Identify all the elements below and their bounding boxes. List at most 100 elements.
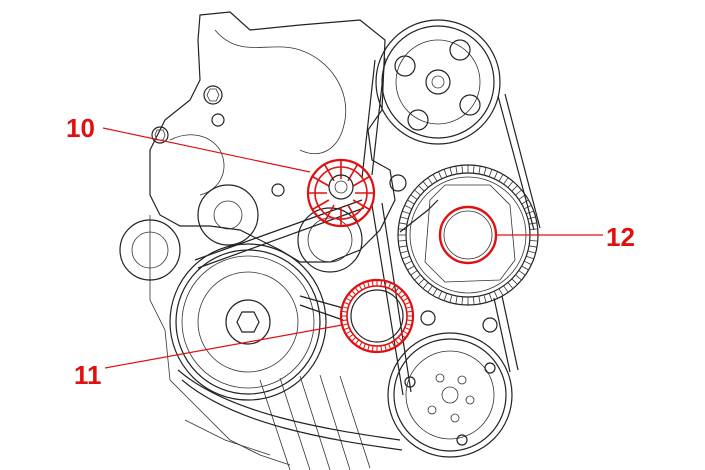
pulley-tooth	[473, 165, 475, 174]
idler-tooth	[404, 327, 411, 331]
pulley-tooth	[526, 210, 534, 215]
tensioner-rib	[312, 175, 330, 187]
tensioner-rib	[352, 175, 370, 187]
idler-tooth	[402, 330, 409, 335]
idler-tooth	[397, 290, 403, 296]
pulley-tooth	[404, 260, 412, 265]
idler-tooth	[391, 341, 396, 348]
idler-tooth	[358, 341, 363, 348]
pulley-tooth	[399, 245, 407, 248]
idler-tooth	[400, 293, 406, 299]
pulley-tooth	[478, 166, 481, 174]
idler-tooth	[354, 339, 360, 345]
pulley-tooth	[398, 240, 407, 242]
idler-tooth	[367, 344, 370, 351]
pulley-tooth	[418, 278, 425, 285]
tensioner-rib	[352, 199, 370, 211]
idler-tooth	[362, 282, 366, 289]
pulley-tooth	[443, 169, 448, 177]
pulley-tooth	[400, 250, 409, 254]
idler-tooth	[351, 290, 357, 296]
idler-tooth	[404, 301, 411, 305]
pulley-tooth	[422, 282, 429, 289]
pulley-tooth	[407, 199, 415, 205]
callout-11: 11	[74, 360, 102, 390]
idler-tooth	[343, 301, 350, 305]
toothed-pulley	[397, 164, 539, 306]
pulley-tooth	[511, 278, 518, 285]
idler-tooth	[402, 297, 409, 302]
pulley-tooth	[511, 185, 518, 192]
part-10-tensioner-pulley	[306, 158, 376, 228]
pulley-tooth	[418, 185, 425, 192]
pulley-tooth	[483, 167, 487, 176]
idler-tooth	[388, 343, 392, 350]
idler-tooth	[348, 333, 354, 339]
pulley-tooth	[410, 194, 418, 200]
pulley-tooth	[507, 181, 514, 188]
bottom-pulley	[387, 332, 513, 458]
idler-tooth	[406, 310, 413, 313]
pulley-tooth	[478, 296, 481, 304]
idler-tooth	[371, 345, 374, 352]
pulley-tooth	[493, 171, 498, 179]
pulley-tooth	[488, 169, 493, 177]
callout-12: 12	[606, 222, 635, 252]
idler-tooth	[388, 282, 392, 289]
idler-tooth	[358, 284, 363, 291]
pulley-tooth	[399, 222, 407, 225]
pulley-tooth	[407, 265, 415, 271]
pulley-tooth	[521, 199, 529, 205]
idler-tooth	[405, 306, 412, 309]
part-12-idler-pulley	[438, 205, 498, 265]
pulley-tooth	[521, 265, 529, 271]
pulley-tooth	[503, 177, 509, 185]
idler-tooth	[341, 319, 348, 322]
idler-tooth	[354, 287, 360, 293]
pulley-tooth	[402, 210, 410, 215]
pulley-tooth	[488, 293, 493, 301]
tensioner-rib	[323, 204, 335, 222]
idler-tooth	[345, 297, 352, 302]
tensioner-rib	[312, 199, 330, 211]
pulley-tooth	[515, 274, 522, 281]
pulley-tooth	[529, 240, 538, 242]
idler-tooth	[351, 336, 357, 342]
idler-tooth	[342, 323, 349, 326]
pulley-tooth	[529, 245, 537, 248]
pulley-tooth	[461, 165, 463, 174]
part-11-idler-pulley	[339, 278, 415, 354]
crankshaft-pulley	[169, 243, 327, 401]
leader-line-10	[102, 127, 311, 173]
pulley-tooth	[498, 174, 504, 182]
pulley-tooth	[455, 296, 458, 304]
idler-tooth	[394, 339, 400, 345]
pulley-tooth	[507, 282, 514, 289]
idler-tooth	[380, 345, 383, 352]
leader-line-11	[104, 324, 343, 369]
idler-tooth	[406, 319, 413, 322]
pulley-tooth	[449, 167, 453, 176]
pulley-tooth	[404, 205, 412, 210]
pulley-tooth	[402, 255, 410, 260]
pulley-tooth	[529, 222, 537, 225]
drive-belt	[177, 57, 541, 451]
pulley-tooth	[498, 288, 504, 296]
idler-tooth	[384, 281, 387, 288]
pulley-tooth	[527, 216, 536, 220]
idler-tooth	[367, 281, 370, 288]
idler-tooth	[345, 330, 352, 335]
pulley-tooth	[432, 288, 438, 296]
tensioner-rib	[347, 204, 359, 222]
pulley-tooth	[427, 177, 433, 185]
idler-tooth	[391, 284, 396, 291]
callout-10: 10	[66, 113, 95, 143]
idler-tooth	[371, 280, 374, 287]
pulley-tooth	[438, 171, 443, 179]
idler-tooth	[341, 310, 348, 313]
pulley-tooth	[400, 216, 409, 220]
idler-tooth	[380, 280, 383, 287]
idler-tooth	[397, 336, 403, 342]
pulley-tooth	[443, 293, 448, 301]
